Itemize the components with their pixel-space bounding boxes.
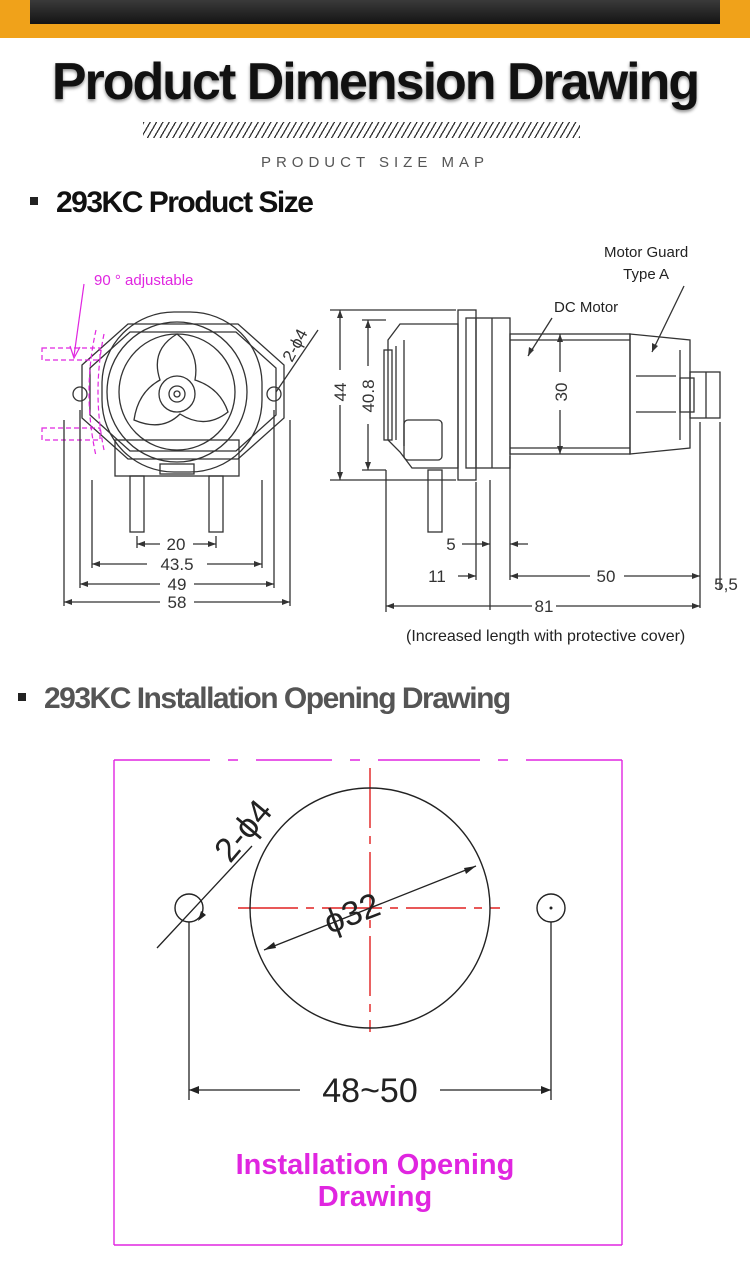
dim-20: 20 [167,535,186,554]
section-title-text: 293KC Product Size [56,186,314,219]
dim-circle: ϕ32 [319,886,386,942]
section-title-text: 293KC Installation Opening Drawing [44,682,511,715]
bullet-icon [30,197,38,206]
side-dimensions [330,285,721,612]
hole-center-dot [549,906,553,910]
mounting-hole-left [174,893,204,923]
dim-5-5: 5,5 [714,575,738,594]
product-size-drawing: 20 43.5 49 58 2-ϕ4 44 40.8 30 5 11 50 5,… [41,283,738,616]
dim-44: 44 [331,383,350,402]
label-motor-guard: Motor Guard Type A [604,242,688,286]
side-view [383,309,721,533]
installation-opening-drawing: 48~50 ϕ32 2-ϕ4 Installation Opening Draw… [113,759,623,1246]
hatch-decoration [143,122,580,138]
installation-dim-labels: 48~50 ϕ32 2-ϕ4 [207,793,418,1110]
caption-line1: Installation Opening [236,1149,515,1181]
dim-5: 5 [446,535,455,554]
dimension-arrows [64,310,700,609]
dim-front-holes: 2-ϕ4 [279,326,312,365]
dim-30: 30 [552,383,571,402]
section-title-installation: 293KC Installation Opening Drawing [18,682,511,716]
label-dc-motor: DC Motor [554,299,619,316]
dim-spacing: 48~50 [322,1072,418,1110]
caption-line2: Drawing [318,1181,432,1213]
dim-81: 81 [535,597,554,616]
section-title-product-size: 293KC Product Size [30,186,314,220]
dim-40-8: 40.8 [359,379,378,412]
installation-dimensions [156,845,552,1100]
bullet-icon [18,693,26,702]
front-dimensions [63,329,319,606]
page-title: Product Dimension Drawing [51,53,700,111]
dim-43-5: 43.5 [160,555,193,574]
dim-58: 58 [168,593,187,612]
dim-50: 50 [597,567,616,586]
dim-49: 49 [168,575,187,594]
label-adjustable: 90 ° adjustable [94,272,194,289]
top-banner [0,0,750,38]
label-cover-note: (Increased length with protective cover) [406,628,686,645]
front-view [72,311,285,533]
top-banner-dark [30,0,720,24]
dim-11: 11 [428,567,446,586]
installation-arrows [189,866,551,1094]
dim-holes: 2-ϕ4 [207,793,280,870]
adjustable-overlay [41,329,105,457]
main-opening-circle [249,787,491,1029]
adjustable-arrow [69,283,85,360]
label-motor-guard-line2: Type A [623,266,670,283]
page-subtitle: PRODUCT SIZE MAP [260,154,490,171]
installation-caption: Installation Opening Drawing [236,1149,515,1213]
label-motor-guard-line1: Motor Guard [604,244,689,261]
installation-frame [113,759,623,1246]
dimension-labels: 20 43.5 49 58 2-ϕ4 44 40.8 30 5 11 50 5,… [160,326,737,616]
